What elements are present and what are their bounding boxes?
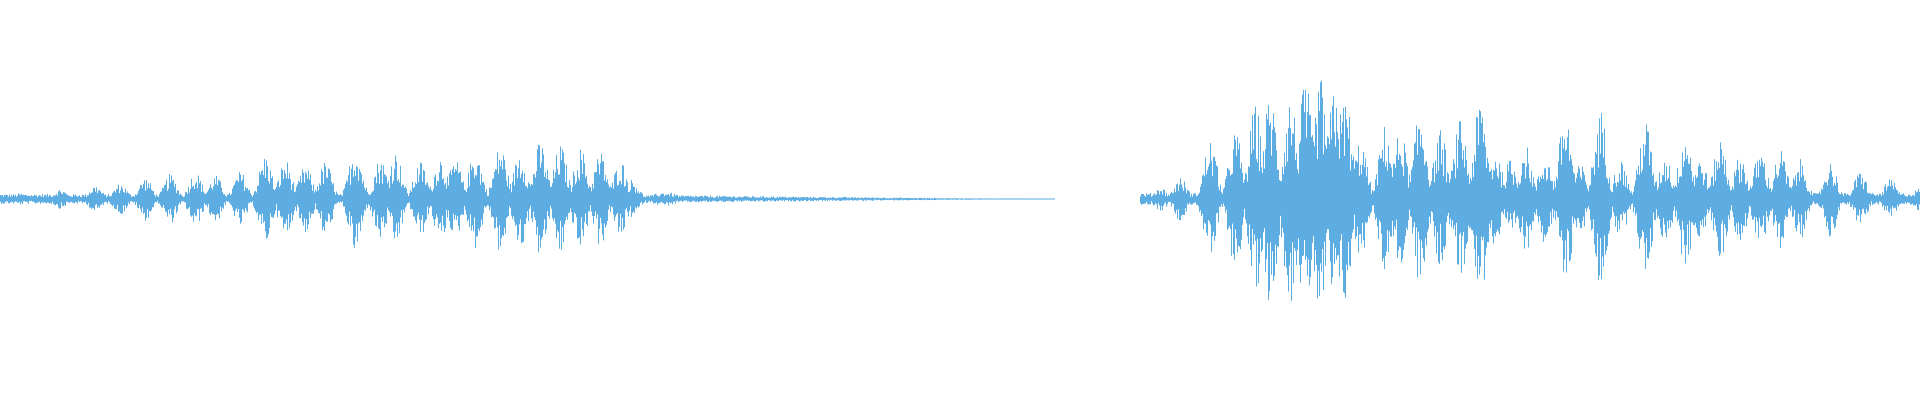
waveform-trace bbox=[0, 80, 1920, 301]
